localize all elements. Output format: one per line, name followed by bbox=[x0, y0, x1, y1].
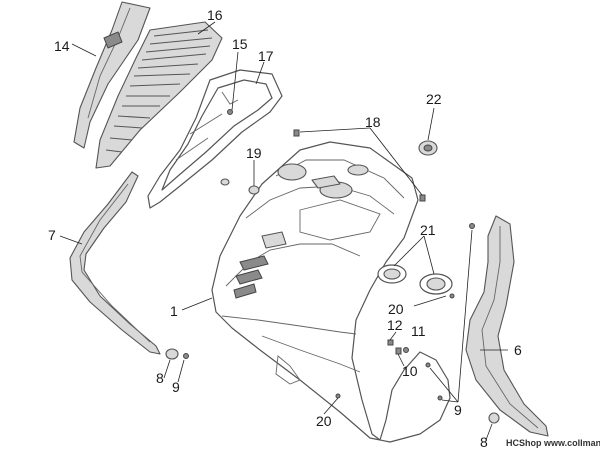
grille-slats bbox=[105, 29, 213, 153]
screw-9d bbox=[437, 395, 443, 401]
part-1-front-shield bbox=[211, 141, 451, 443]
callout-19: 19 bbox=[246, 145, 262, 161]
nut-12 bbox=[387, 339, 394, 346]
watermark: HCShop www.collmann.eu bbox=[506, 438, 600, 448]
screw-20a bbox=[335, 393, 341, 399]
callout-12: 12 bbox=[387, 317, 403, 333]
leader-lines bbox=[59, 21, 508, 441]
callout-22: 22 bbox=[426, 91, 442, 107]
callout-7: 7 bbox=[48, 227, 56, 243]
callout-10: 10 bbox=[402, 363, 418, 379]
clip-18b bbox=[419, 194, 426, 202]
screw-9c bbox=[425, 362, 431, 368]
grommet-8a bbox=[165, 348, 179, 360]
callout-6: 6 bbox=[514, 342, 522, 358]
grommet-8b bbox=[488, 412, 500, 424]
callout-15: 15 bbox=[232, 36, 248, 52]
callout-20-bottom: 20 bbox=[316, 413, 332, 429]
washer bbox=[220, 178, 230, 186]
part-16-grille bbox=[95, 21, 223, 169]
callout-21: 21 bbox=[420, 222, 436, 238]
part-22-grommet bbox=[418, 140, 438, 156]
callout-11: 11 bbox=[411, 323, 426, 339]
callout-8-left: 8 bbox=[156, 370, 164, 386]
part-17-frame bbox=[147, 69, 283, 209]
screw-9-top bbox=[469, 223, 475, 229]
callout-14: 14 bbox=[54, 38, 70, 54]
screw-20b bbox=[449, 293, 455, 299]
callout-18: 18 bbox=[365, 114, 381, 130]
nut-19 bbox=[248, 185, 260, 195]
callout-16: 16 bbox=[207, 7, 223, 23]
part-14-top-trim bbox=[73, 1, 151, 149]
callout-17: 17 bbox=[258, 48, 274, 64]
callout-labels: 14 16 15 17 22 18 19 7 21 1 20 12 11 6 1… bbox=[48, 7, 522, 449]
callout-20-right: 20 bbox=[388, 301, 404, 317]
part-21-round-covers bbox=[377, 264, 453, 295]
nut-10 bbox=[395, 347, 402, 355]
callout-1: 1 bbox=[170, 303, 178, 319]
callout-8-right: 8 bbox=[480, 434, 488, 449]
screw-15 bbox=[227, 109, 233, 115]
callout-9-left: 9 bbox=[172, 379, 180, 395]
part-7-left-rail bbox=[69, 171, 161, 355]
callout-9-right: 9 bbox=[454, 402, 462, 418]
screw-11 bbox=[403, 347, 409, 353]
part-6-right-cover bbox=[465, 215, 549, 437]
clip-18a bbox=[293, 129, 300, 137]
screw-9a bbox=[183, 353, 189, 359]
